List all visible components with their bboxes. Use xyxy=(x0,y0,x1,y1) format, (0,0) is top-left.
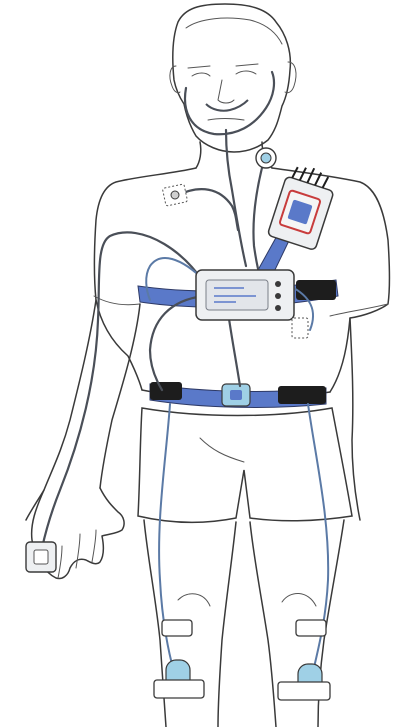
waist-belt-buckle-slot xyxy=(230,390,242,400)
right-brow xyxy=(236,64,258,66)
right-leg-upper-band xyxy=(296,620,326,636)
neck-left xyxy=(196,142,201,168)
recorder-panel xyxy=(206,280,268,310)
left-ear xyxy=(170,66,180,93)
mouth xyxy=(208,119,244,121)
left-knee xyxy=(178,594,210,606)
chest-strap-right-end xyxy=(296,280,336,300)
left-leg-lower-band xyxy=(154,680,204,698)
belt-lead-center xyxy=(228,312,240,386)
nose xyxy=(218,80,234,103)
finger-2 xyxy=(76,534,80,568)
left-leg-inner xyxy=(218,522,236,727)
sensor-wires xyxy=(42,72,328,676)
left-sleeve xyxy=(94,296,140,305)
right-sleeve xyxy=(330,304,388,316)
right-eye xyxy=(236,71,256,74)
neck-sensor-center xyxy=(261,153,271,163)
oximeter-sensor xyxy=(34,550,48,564)
left-arm-inner xyxy=(100,304,140,488)
waist-belt-left-end xyxy=(150,382,182,400)
shorts xyxy=(138,408,352,522)
right-leg-inner xyxy=(250,522,276,727)
cannula-lead xyxy=(226,130,246,266)
finger-3 xyxy=(92,530,96,562)
body-outline xyxy=(26,4,390,727)
neck-microphone-icon xyxy=(256,148,276,168)
right-leg-lower-band xyxy=(278,682,330,700)
finger-oximeter-icon xyxy=(26,542,56,572)
recorder-port-2 xyxy=(275,293,281,299)
recorder-device-icon xyxy=(196,270,294,320)
right-arm xyxy=(350,318,360,520)
electrode-snap xyxy=(171,191,179,199)
left-brow xyxy=(188,66,210,68)
recorder-port-1 xyxy=(275,281,281,287)
nasal-cannula-icon xyxy=(206,100,248,111)
ecg-lead-device xyxy=(267,161,339,251)
recorder-port-3 xyxy=(275,305,281,311)
ecg-electrode-icon xyxy=(162,184,187,206)
hairline xyxy=(186,18,282,44)
cannula-tube xyxy=(185,72,274,134)
right-knee xyxy=(282,593,316,606)
waist-belt xyxy=(150,382,326,407)
right-chest-electrode-icon xyxy=(292,318,308,338)
neck-sensor-lead xyxy=(253,160,264,276)
finger-1 xyxy=(58,546,62,578)
waist-belt-right-end xyxy=(278,386,326,404)
left-eye xyxy=(192,73,210,76)
left-leg-upper-band xyxy=(162,620,192,636)
